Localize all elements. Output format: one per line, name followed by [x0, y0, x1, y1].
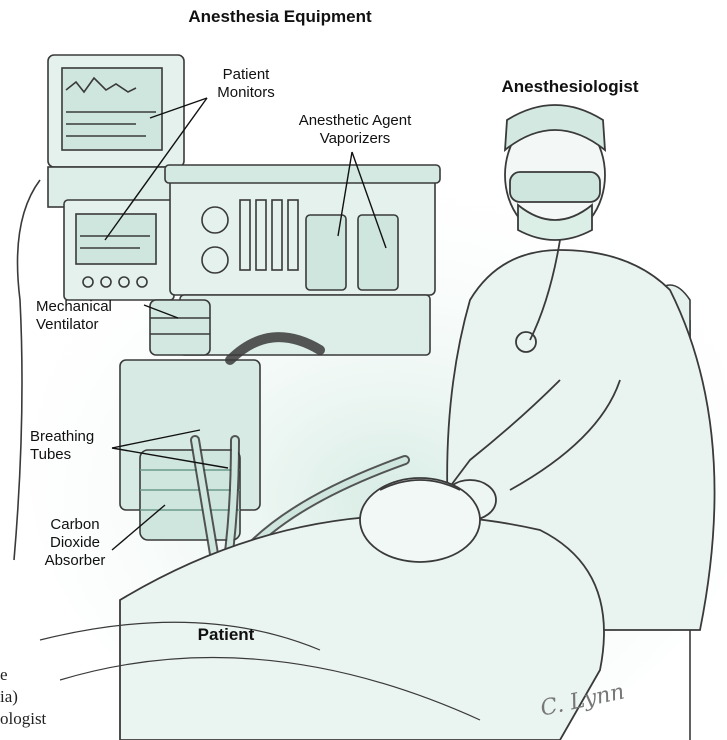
label-co2-absorber: Carbon Dioxide Absorber [30, 516, 120, 570]
label-patient-monitors: Patient Monitors [196, 66, 296, 102]
page-title: Anesthesia Equipment [160, 8, 400, 26]
label-anesthesiologist: Anesthesiologist [470, 78, 670, 96]
label-line: Vaporizers [280, 130, 430, 148]
label-vaporizers: Anesthetic Agent Vaporizers [280, 112, 430, 148]
ventilator-bellows [150, 300, 210, 355]
label-line: Carbon [30, 516, 120, 534]
label-line: Mechanical [36, 298, 146, 316]
cutoff-line: ologist [0, 708, 46, 730]
label-line: Ventilator [36, 316, 146, 334]
label-line: Patient [196, 66, 296, 84]
label-line: Monitors [196, 84, 296, 102]
label-ventilator: Mechanical Ventilator [36, 298, 146, 334]
label-breathing-tubes: Breathing Tubes [30, 428, 120, 464]
cutoff-line: ia) [0, 686, 46, 708]
cutoff-text: e ia) ologist [0, 664, 46, 730]
label-patient: Patient [176, 626, 276, 644]
cutoff-line: e [0, 664, 46, 686]
label-line: Tubes [30, 446, 120, 464]
label-line: Absorber [30, 552, 120, 570]
label-line: Breathing [30, 428, 120, 446]
label-line: Dioxide [30, 534, 120, 552]
label-line: Anesthetic Agent [280, 112, 430, 130]
